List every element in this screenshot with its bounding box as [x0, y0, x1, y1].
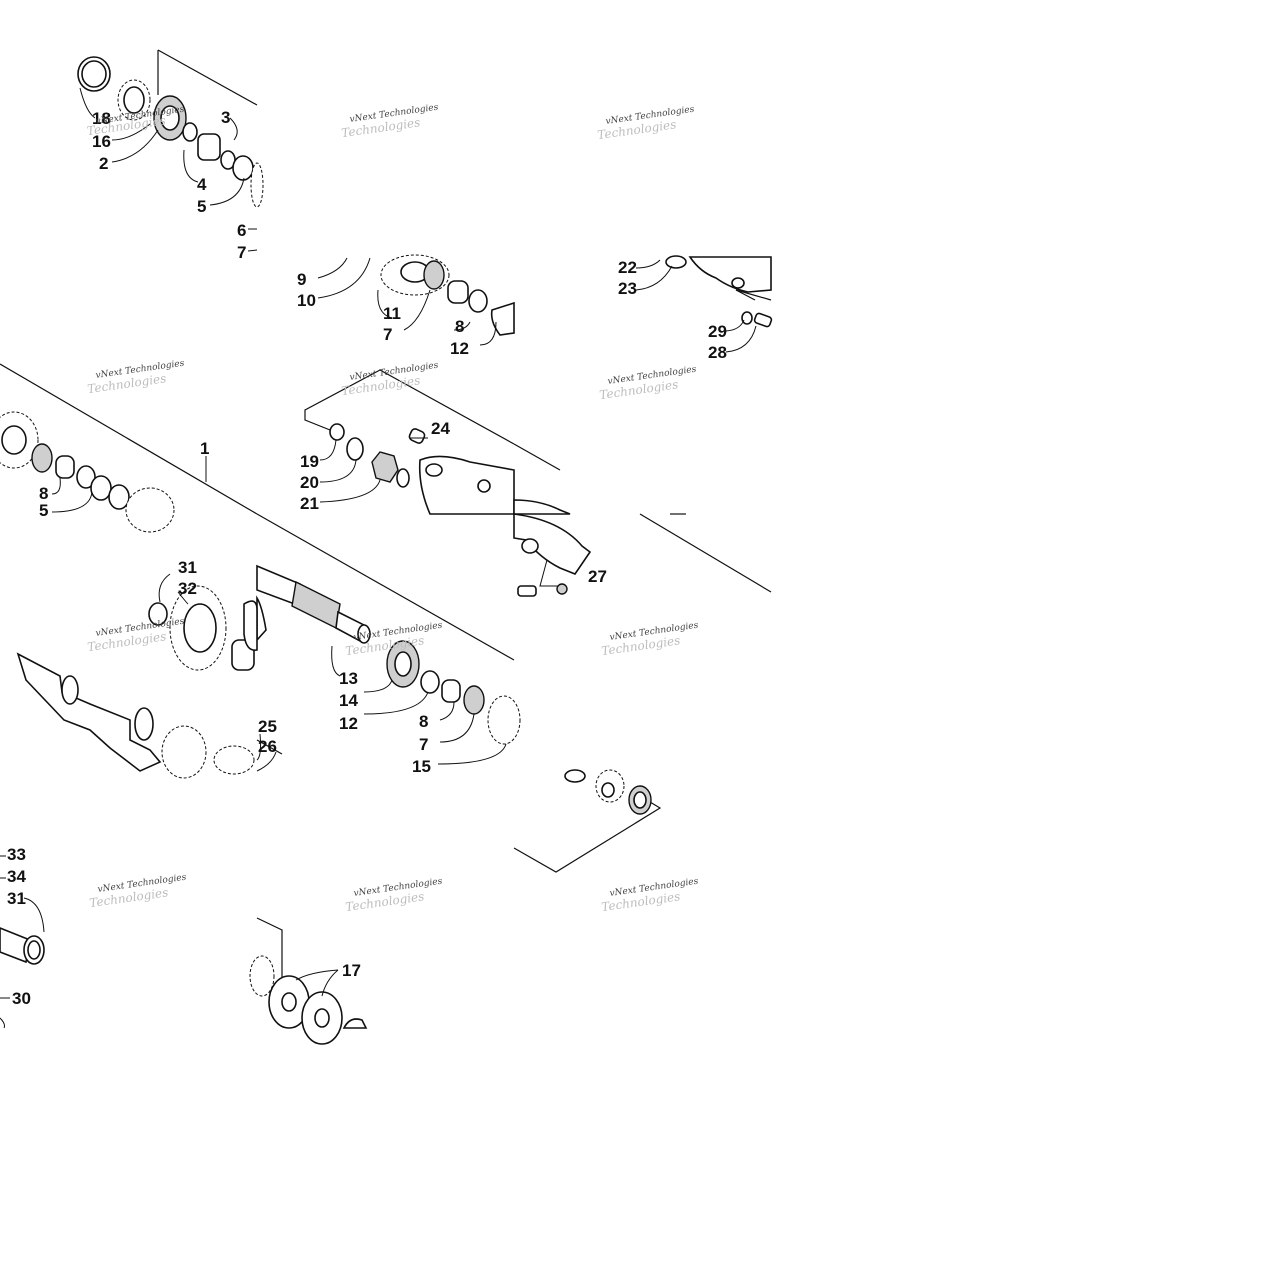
callout-29: 29: [708, 322, 727, 341]
dowel-pin: [408, 428, 426, 444]
o-ring: [396, 468, 410, 488]
bushing: [55, 455, 75, 479]
callout-26: 26: [258, 737, 277, 756]
watermark: Technologies vNext Technologies: [601, 621, 700, 659]
callout-18: 18: [92, 109, 111, 128]
callout-19: 19: [300, 452, 319, 471]
tile-right-upper: 22 23 29 28: [513, 255, 773, 515]
thrust-washer: [182, 122, 198, 142]
hex-nut: [371, 451, 399, 483]
needle-bearing: [463, 685, 485, 715]
washer: [420, 670, 440, 694]
watermark: Technologies vNext Technologies: [341, 361, 440, 399]
watermark: Technologies vNext Technologies: [597, 105, 696, 143]
callout-31b: 31: [7, 889, 26, 908]
bolt: [517, 585, 537, 597]
spacer-tube: [0, 927, 31, 964]
callout-5b: 5: [39, 501, 48, 520]
drain-plug: [753, 312, 773, 328]
callout-28: 28: [708, 343, 727, 362]
tile-left-lower: 31 32 25 26: [16, 558, 277, 779]
callout-7: 7: [237, 243, 246, 262]
watermark: Technologies vNext Technologies: [87, 359, 186, 397]
washer: [346, 437, 364, 461]
callout-7c: 7: [419, 735, 428, 754]
washer: [148, 602, 168, 626]
callout-16: 16: [92, 132, 111, 151]
shaft-end: [490, 301, 515, 336]
tile-left-bottom: 33 34 31 30: [0, 845, 45, 1029]
callout-6: 6: [237, 221, 246, 240]
callout-30: 30: [12, 989, 31, 1008]
needle-bearing: [423, 260, 445, 290]
callout-4: 4: [197, 175, 207, 194]
callout-14: 14: [339, 691, 358, 710]
callout-15: 15: [412, 757, 431, 776]
tile-top-left: 18 16 2 3 4 5 6 7: [77, 49, 264, 262]
callout-8c: 8: [419, 712, 428, 731]
nut: [556, 583, 568, 595]
callout-2: 2: [99, 154, 108, 173]
needle-bearing: [31, 443, 53, 473]
tile-left-middle: 1 8 5: [0, 363, 258, 533]
needle-bearing: [197, 133, 221, 161]
callout-8: 8: [455, 317, 464, 336]
watermark: Technologies vNext Technologies: [341, 103, 440, 141]
watermark: Technologies vNext Technologies: [89, 873, 188, 911]
callout-9: 9: [297, 270, 306, 289]
callout-22: 22: [618, 258, 637, 277]
tile-right-lower: 27: [513, 513, 772, 597]
watermark: Technologies vNext Technologies: [345, 877, 444, 915]
washer: [468, 289, 488, 313]
tile-center-bottom: 17: [249, 917, 368, 1045]
callout-27: 27: [588, 567, 607, 586]
callout-33: 33: [7, 845, 26, 864]
callout-17: 17: [342, 961, 361, 980]
shaft-gear: [161, 725, 207, 779]
callout-23: 23: [618, 279, 637, 298]
lock-washer: [232, 155, 254, 181]
case-half: [688, 256, 772, 293]
drive-gear: [125, 487, 175, 533]
lock-washer: [90, 475, 112, 501]
tile-right-bottom: [513, 769, 662, 873]
callout-13: 13: [339, 669, 358, 688]
callout-11: 11: [383, 304, 401, 323]
callout-31: 31: [178, 558, 197, 577]
callout-3: 3: [221, 108, 230, 127]
callout-12b: 12: [339, 714, 358, 733]
gear: [487, 695, 521, 745]
o-ring: [741, 311, 753, 325]
callout-32: 32: [178, 579, 197, 598]
callout-5: 5: [197, 197, 206, 216]
callout-1: 1: [200, 439, 209, 458]
callout-25: 25: [258, 717, 277, 736]
housing: [418, 455, 515, 515]
callout-20: 20: [300, 473, 319, 492]
callout-24: 24: [431, 419, 450, 438]
watermark: Technologies vNext Technologies: [599, 365, 698, 403]
callout-21: 21: [300, 494, 319, 513]
bushing: [441, 679, 461, 703]
washer: [76, 465, 96, 489]
callout-10: 10: [297, 291, 316, 310]
tile-center-lower: 13 14 12 8 7 15: [256, 513, 521, 776]
callout-8b: 8: [39, 484, 48, 503]
snap-ring: [329, 423, 345, 441]
callout-7b: 7: [383, 325, 392, 344]
callout-12: 12: [450, 339, 469, 358]
bushing: [447, 280, 469, 304]
callout-34: 34: [7, 867, 26, 886]
spacer: [108, 484, 130, 510]
tile-center-upper: 9 10 11 7 8 12 24 19 20 21: [297, 254, 515, 515]
watermark: Technologies vNext Technologies: [601, 877, 700, 915]
